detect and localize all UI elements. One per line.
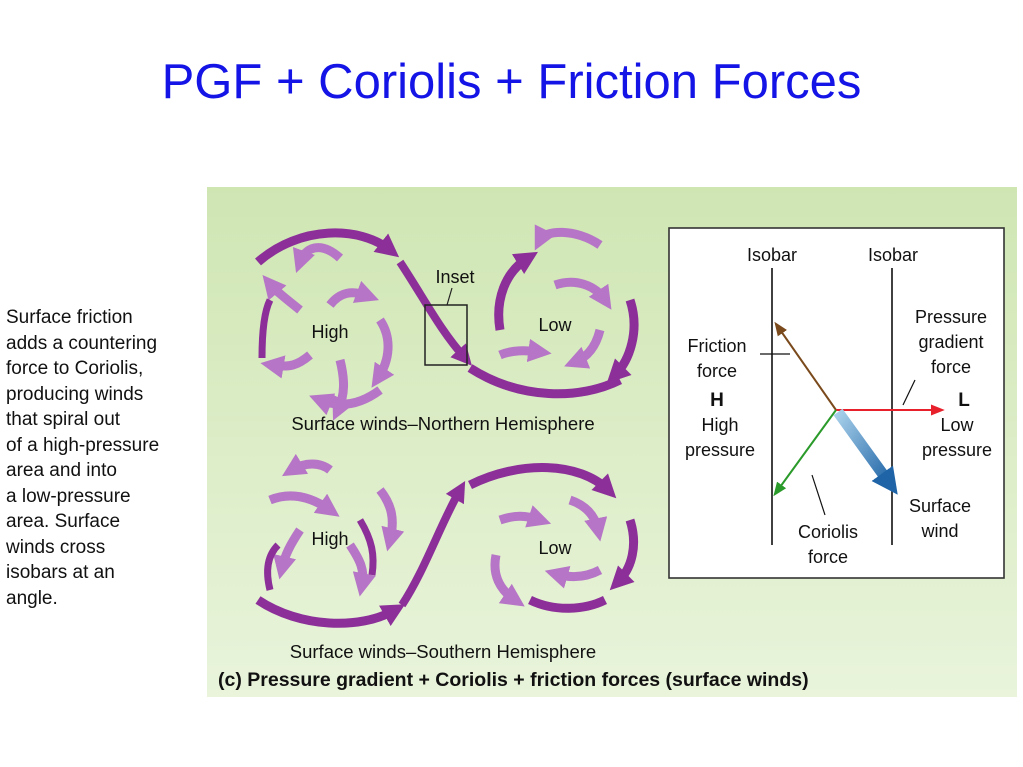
friction-force-arrow	[774, 321, 837, 411]
caption-line: isobars at an	[6, 562, 115, 583]
caption-line: force to Coriolis,	[6, 358, 144, 379]
low-pressure-label-2: pressure	[922, 440, 992, 460]
southern-high-spiral	[255, 453, 406, 628]
pgf-label-1: Pressure	[915, 307, 987, 327]
isobar-left-label: Isobar	[747, 245, 797, 265]
caption-line: a low-pressure	[6, 485, 131, 507]
southern-low-label: Low	[538, 538, 572, 558]
surface-wind-label-1: Surface	[909, 496, 971, 516]
figure-caption: (c) Pressure gradient + Coriolis + frict…	[218, 669, 809, 691]
side-caption: Surface friction adds a countering force…	[6, 305, 202, 611]
caption-line: winds cross	[6, 536, 106, 558]
slide-title: PGF + Coriolis + Friction Forces	[161, 55, 862, 109]
coriolis-leader-line	[811, 474, 826, 516]
l-symbol: L	[958, 390, 970, 411]
northern-low-label: Low	[538, 315, 572, 335]
friction-label-2: force	[697, 361, 737, 381]
southern-high-label: High	[311, 529, 348, 549]
coriolis-label-1: Coriolis	[798, 522, 858, 542]
inset-label: Inset	[435, 267, 474, 287]
caption-line: of a high-pressure	[6, 434, 160, 456]
southern-connector-arrow	[398, 480, 466, 608]
northern-high-label: High	[311, 322, 348, 342]
caption-line: area and into	[6, 460, 117, 481]
southern-caption: Surface winds–Southern Hemisphere	[290, 641, 596, 662]
isobar-right-label: Isobar	[868, 245, 918, 265]
northern-caption: Surface winds–Northern Hemisphere	[291, 413, 594, 434]
caption-line: adds a countering	[6, 332, 158, 354]
pgf-leader-line	[902, 379, 916, 406]
caption-line: area. Surface	[6, 511, 121, 532]
southern-low-spiral	[467, 463, 639, 613]
northern-low-spiral	[467, 224, 639, 399]
northern-connector-arrow	[396, 259, 472, 366]
force-diagram-box	[668, 227, 1005, 579]
low-pressure-label-1: Low	[940, 415, 974, 435]
coriolis-force-arrow	[773, 409, 837, 497]
caption-line: producing winds	[6, 383, 144, 405]
high-pressure-label-2: pressure	[685, 440, 755, 460]
caption-line: that spiral out	[6, 409, 121, 430]
inset-leader-line	[446, 287, 453, 306]
northern-high-spiral	[255, 228, 400, 421]
friction-label-1: Friction	[687, 336, 746, 356]
caption-line: Surface friction	[6, 307, 133, 328]
coriolis-label-2: force	[808, 547, 848, 567]
caption-line: angle.	[6, 587, 58, 609]
high-pressure-label-1: High	[701, 415, 738, 435]
inset-box	[424, 304, 468, 366]
h-symbol: H	[710, 390, 724, 411]
pgf-label-2: gradient	[918, 332, 983, 352]
surface-wind-label-2: wind	[920, 521, 958, 541]
pgf-label-3: force	[931, 357, 971, 377]
surface-wind-arrow	[833, 408, 898, 495]
